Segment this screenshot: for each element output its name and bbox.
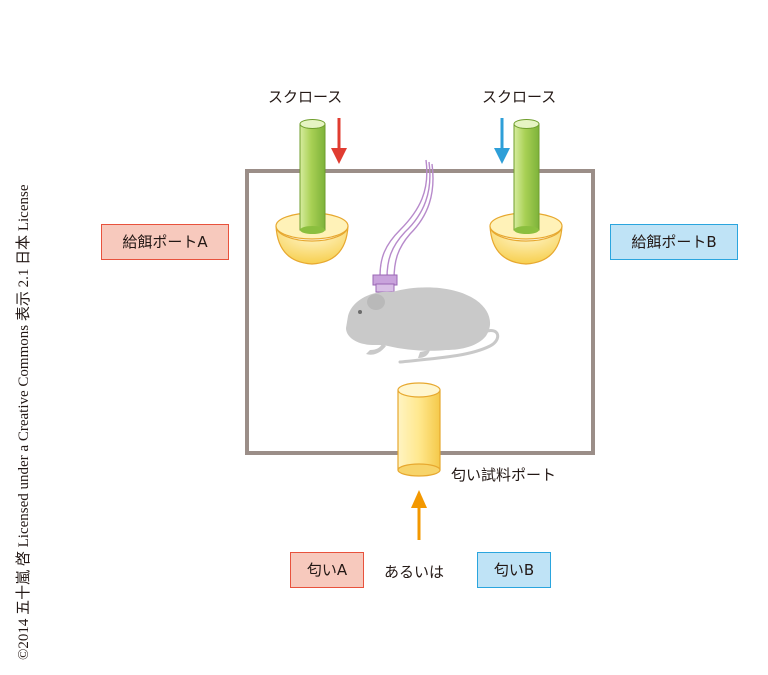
or-label: あるいは [384,563,445,581]
headstage [372,274,398,293]
odor-sample-port [397,382,441,477]
blue-arrow-down [494,118,510,164]
feed-port-a-label: 給餌ポートA [101,224,229,260]
sucrose-label-right: スクロース [482,88,557,106]
recording-wires [379,159,434,281]
mouse-tail [398,329,500,364]
sucrose-label-left: スクロース [268,88,343,106]
red-arrow-down [331,118,347,164]
sucrose-tube-a [299,119,326,234]
orange-arrow-up [411,490,427,540]
odor-sample-port-label: 匂い試料ポート [451,466,557,484]
sucrose-tube-b [513,119,540,234]
feed-port-b-label: 給餌ポートB [610,224,738,260]
odor-b-label: 匂いB [477,552,551,588]
odor-a-label: 匂いA [290,552,364,588]
mouse-figure [346,287,500,364]
